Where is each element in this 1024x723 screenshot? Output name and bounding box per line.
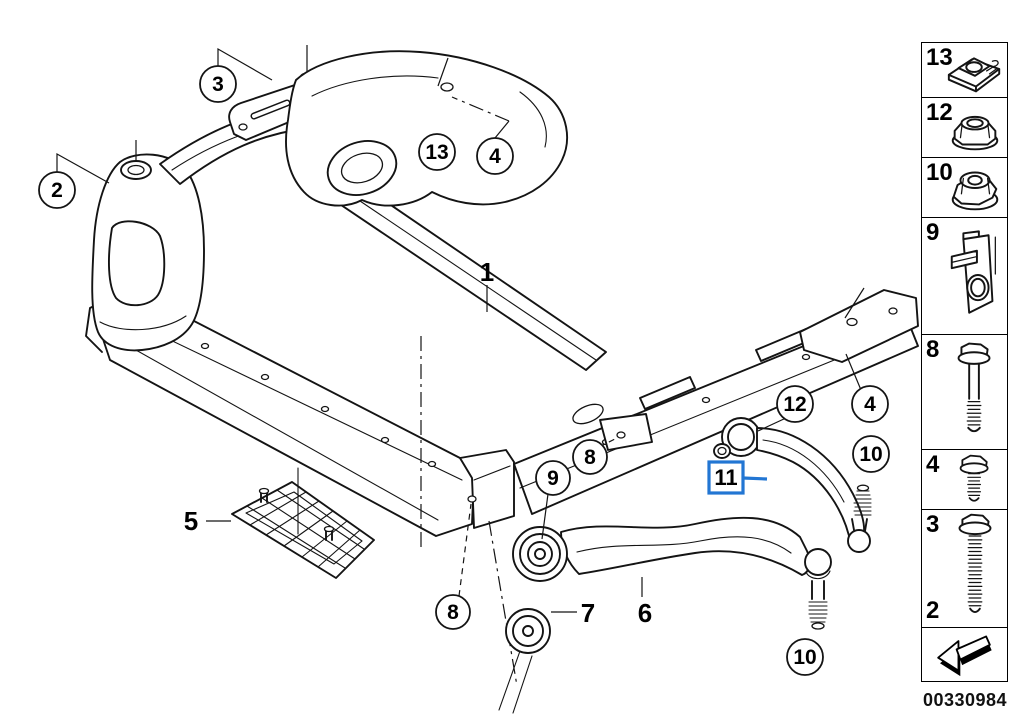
back-arrow-icon [937,635,992,677]
legend-row-4[interactable]: 4 [922,450,1007,510]
legend-label-2: 2 [926,597,940,624]
label-7[interactable]: 7 [581,598,595,628]
legend-row-10[interactable]: 10 [922,158,1007,218]
fastener-legend: 13 12 10 9 [921,42,1008,682]
legend-row-13[interactable]: 13 [922,43,1007,98]
threaded-flange-bolt-icon [958,513,992,614]
svg-text:4: 4 [489,145,501,168]
svg-text:3: 3 [212,73,224,96]
short-flange-bolt-icon [959,454,989,502]
long-flange-bolt-icon [957,342,991,433]
callout-13[interactable]: 13 [418,133,456,171]
callout-11-highlighted[interactable]: 11 [707,460,768,495]
svg-text:8: 8 [447,601,459,624]
upper-control-arm-drawing [713,417,872,553]
flange-lock-nut-icon [951,115,999,150]
flange-nut-icon [951,171,999,210]
skid-plate [231,481,375,579]
svg-text:10: 10 [793,646,816,669]
callout-3[interactable]: 3 [199,65,237,103]
svg-text:4: 4 [864,393,876,416]
svg-text:10: 10 [859,443,882,466]
callout-9[interactable]: 9 [535,460,571,496]
clip-nut-icon [947,57,1001,93]
legend-row-9[interactable]: 9 [922,218,1007,335]
legend-row-12[interactable]: 12 [922,98,1007,158]
lower-wishbone-drawing [498,516,832,714]
legend-label-13: 13 [926,44,953,71]
legend-row-3-2[interactable]: 3 2 [922,510,1007,628]
legend-label-9: 9 [926,219,940,246]
legend-label-8: 8 [926,336,940,363]
legend-label-10: 10 [926,159,953,186]
legend-row-back[interactable] [922,628,1007,680]
svg-text:2: 2 [51,179,63,202]
callout-10-right[interactable]: 10 [852,435,890,473]
retainer-bracket-icon [950,230,996,314]
legend-row-8[interactable]: 8 [922,335,1007,450]
callout-4-top[interactable]: 4 [476,137,514,175]
callout-4-right[interactable]: 4 [851,385,889,423]
callout-8-bottom[interactable]: 8 [435,594,471,630]
front-axle-support-drawing: 1 5 7 6 3 2 13 4 8 9 12 4 10 10 [38,45,919,714]
subframe-drawing [85,45,919,687]
svg-text:13: 13 [425,141,448,164]
svg-text:12: 12 [783,393,806,416]
legend-label-3: 3 [926,511,940,538]
svg-text:8: 8 [584,446,596,469]
callout-12[interactable]: 12 [776,385,814,423]
legend-label-4: 4 [926,451,940,478]
callout-10-bottom[interactable]: 10 [786,638,824,676]
callout-2[interactable]: 2 [38,171,76,209]
svg-text:9: 9 [547,467,559,490]
diagram-code: 00330984 [922,690,1008,710]
legend-label-12: 12 [926,99,953,126]
label-6[interactable]: 6 [638,598,652,628]
label-5[interactable]: 5 [184,506,198,536]
svg-text:11: 11 [714,465,737,490]
callout-8-mid[interactable]: 8 [572,439,608,475]
label-1[interactable]: 1 [480,257,494,287]
